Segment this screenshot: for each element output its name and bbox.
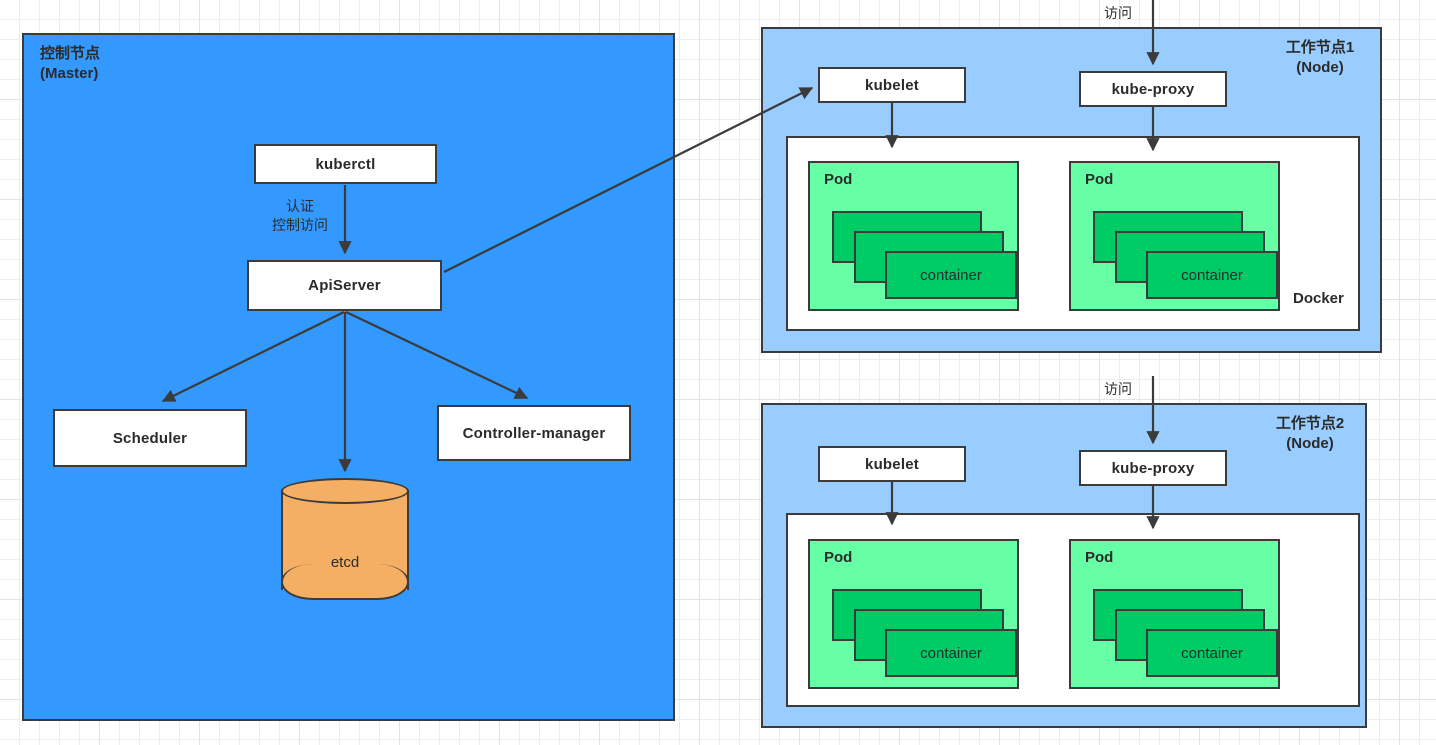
- access-label-node-2: 访问: [1104, 381, 1132, 397]
- kuberctl-box[interactable]: kuberctl: [254, 144, 437, 184]
- pod[interactable]: Pod container: [808, 161, 1019, 311]
- kubelet-box-node-1[interactable]: kubelet: [818, 67, 966, 103]
- kube-proxy-box-node-2[interactable]: kube-proxy: [1079, 450, 1227, 486]
- cylinder-bottom: [281, 564, 409, 600]
- auth-access-control-label: 认证 控制访问: [272, 198, 328, 233]
- etcd-label: etcd: [330, 554, 360, 571]
- worker-node-2-title: 工作节点2 (Node): [1275, 415, 1345, 453]
- pod-label: Pod: [1085, 171, 1114, 188]
- access-label-node-1: 访问: [1104, 5, 1132, 21]
- container-front[interactable]: container: [885, 251, 1017, 299]
- kubelet-box-node-2[interactable]: kubelet: [818, 446, 966, 482]
- pod-label: Pod: [824, 549, 853, 566]
- scheduler-box[interactable]: Scheduler: [53, 409, 247, 467]
- docker-label: Docker: [1293, 290, 1344, 307]
- container-front[interactable]: container: [1146, 251, 1278, 299]
- container-label: container: [920, 266, 982, 284]
- pod[interactable]: Pod container: [1069, 161, 1280, 311]
- container-label: container: [1181, 644, 1243, 662]
- container-front[interactable]: container: [885, 629, 1017, 677]
- master-node-region[interactable]: [22, 33, 675, 721]
- container-front[interactable]: container: [1146, 629, 1278, 677]
- worker-node-1-title: 工作节点1 (Node): [1285, 39, 1355, 77]
- apiserver-box[interactable]: ApiServer: [247, 260, 442, 311]
- pod[interactable]: Pod container: [808, 539, 1019, 689]
- etcd-cylinder[interactable]: etcd: [281, 478, 409, 602]
- container-label: container: [1181, 266, 1243, 284]
- cylinder-top: [281, 478, 409, 504]
- container-label: container: [920, 644, 982, 662]
- pod-label: Pod: [824, 171, 853, 188]
- pod[interactable]: Pod container: [1069, 539, 1280, 689]
- pod-label: Pod: [1085, 549, 1114, 566]
- controller-manager-box[interactable]: Controller-manager: [437, 405, 631, 461]
- kube-proxy-box-node-1[interactable]: kube-proxy: [1079, 71, 1227, 107]
- master-node-title: 控制节点 (Master): [40, 45, 101, 83]
